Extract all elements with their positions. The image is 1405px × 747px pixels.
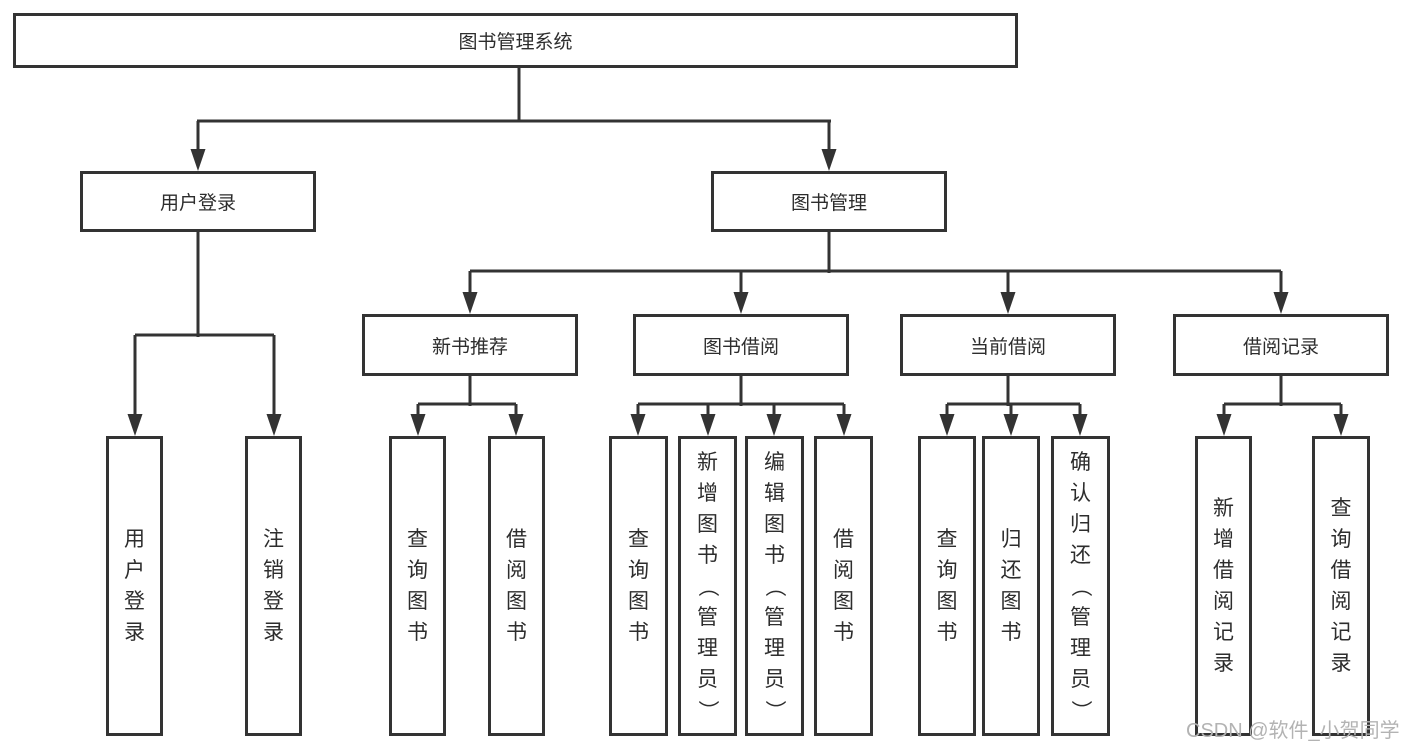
node-label: 注销登录 bbox=[263, 528, 284, 644]
node-borrow-records: 借阅记录 bbox=[1173, 314, 1389, 376]
node-label: 查询借阅记录 bbox=[1330, 497, 1352, 675]
arrow-down-icon bbox=[1216, 414, 1232, 436]
arrow-down-icon bbox=[1333, 414, 1349, 436]
node-book-management: 图书管理 bbox=[711, 171, 947, 232]
arrow-down-icon bbox=[821, 149, 837, 171]
node-label: 查询图书 bbox=[628, 528, 649, 644]
node-label: 归还图书 bbox=[1000, 528, 1022, 644]
arrow-down-icon bbox=[508, 414, 524, 436]
node-label: 新增图书（管理员） bbox=[696, 450, 719, 721]
node-label: 用户登录 bbox=[159, 193, 236, 214]
leaf-br-query-borrow-record: 查询借阅记录 bbox=[1312, 436, 1370, 736]
arrow-down-icon bbox=[1273, 292, 1289, 314]
leaf-bb-borrow-books: 借阅图书 bbox=[814, 436, 873, 736]
arrow-down-icon bbox=[190, 149, 206, 171]
node-label: 图书管理 bbox=[790, 193, 867, 214]
node-label: 用户登录 bbox=[124, 528, 145, 644]
arrow-down-icon bbox=[266, 414, 282, 436]
node-label: 查询图书 bbox=[936, 528, 958, 644]
node-root-library-system: 图书管理系统 bbox=[13, 13, 1018, 68]
node-label: 借阅图书 bbox=[833, 528, 854, 644]
arrow-down-icon bbox=[127, 414, 143, 436]
leaf-user-login: 用户登录 bbox=[106, 436, 163, 736]
leaf-logout: 注销登录 bbox=[245, 436, 302, 736]
node-label: 确认归还（管理员） bbox=[1069, 450, 1092, 721]
node-new-book-recommendation: 新书推荐 bbox=[362, 314, 578, 376]
arrow-down-icon bbox=[939, 414, 955, 436]
node-label: 新书推荐 bbox=[431, 336, 508, 358]
leaf-nb-borrow-books: 借阅图书 bbox=[488, 436, 545, 736]
node-label: 查询图书 bbox=[407, 528, 428, 644]
leaf-cb-confirm-return-admin: 确认归还（管理员） bbox=[1051, 436, 1110, 736]
arrow-down-icon bbox=[700, 414, 716, 436]
leaf-cb-return-books: 归还图书 bbox=[982, 436, 1040, 736]
arrow-down-icon bbox=[630, 414, 646, 436]
leaf-bb-query-books: 查询图书 bbox=[609, 436, 668, 736]
leaf-cb-query-books: 查询图书 bbox=[918, 436, 976, 736]
arrow-down-icon bbox=[1003, 414, 1019, 436]
node-label: 借阅图书 bbox=[506, 528, 527, 644]
node-label: 图书借阅 bbox=[702, 336, 779, 358]
node-label: 新增借阅记录 bbox=[1213, 497, 1234, 675]
arrow-down-icon bbox=[733, 292, 749, 314]
arrow-down-icon bbox=[410, 414, 426, 436]
leaf-br-add-borrow-record: 新增借阅记录 bbox=[1195, 436, 1252, 736]
arrow-down-icon bbox=[836, 414, 852, 436]
node-user-login: 用户登录 bbox=[80, 171, 316, 232]
node-label: 编辑图书（管理员） bbox=[763, 450, 786, 721]
node-current-borrowing: 当前借阅 bbox=[900, 314, 1116, 376]
arrow-down-icon bbox=[1072, 414, 1088, 436]
arrow-down-icon bbox=[1000, 292, 1016, 314]
leaf-nb-query-books: 查询图书 bbox=[389, 436, 446, 736]
arrow-down-icon bbox=[766, 414, 782, 436]
leaf-bb-edit-books-admin: 编辑图书（管理员） bbox=[745, 436, 804, 736]
node-book-borrowing: 图书借阅 bbox=[633, 314, 849, 376]
node-label: 图书管理系统 bbox=[458, 32, 573, 53]
leaf-bb-add-books-admin: 新增图书（管理员） bbox=[678, 436, 737, 736]
csdn-watermark: CSDN @软件_小贺同学 bbox=[1186, 720, 1400, 742]
node-label: 当前借阅 bbox=[969, 336, 1046, 358]
node-label: 借阅记录 bbox=[1242, 336, 1319, 358]
arrow-down-icon bbox=[462, 292, 478, 314]
